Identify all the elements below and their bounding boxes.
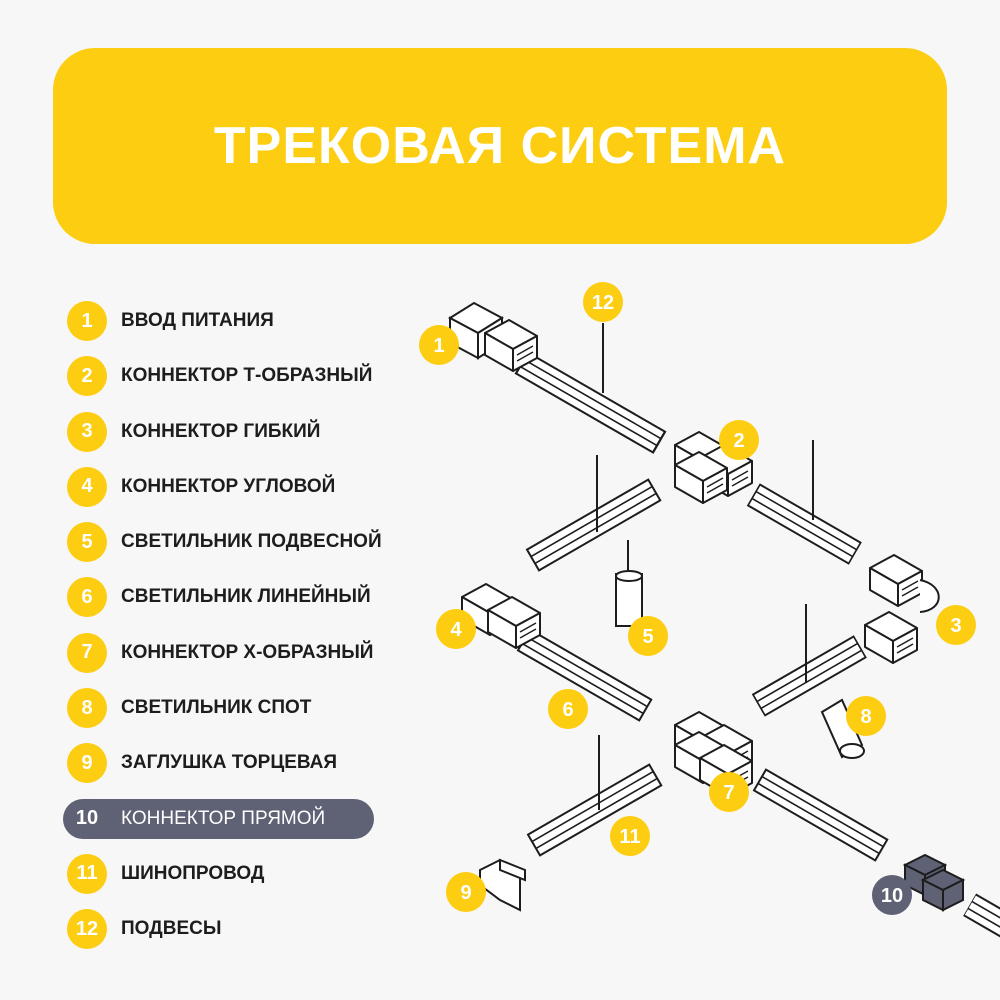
power-input xyxy=(448,301,538,372)
flexible-connector xyxy=(864,554,940,664)
callout-5: 5 xyxy=(628,616,668,656)
callout-7: 7 xyxy=(709,772,749,812)
busbar-rail xyxy=(526,478,662,572)
legend-number-badge: 11 xyxy=(67,853,107,894)
callout-number: 12 xyxy=(592,292,614,314)
legend-item-3: 3 КОННЕКТОР ГИБКИЙ xyxy=(63,411,423,452)
legend-label: ПОДВЕСЫ xyxy=(121,918,222,940)
callout-8: 8 xyxy=(846,696,886,736)
legend-label: СВЕТИЛЬНИК ПОДВЕСНОЙ xyxy=(121,531,382,553)
callout-3: 3 xyxy=(936,605,976,645)
legend-label: КОННЕКТОР Х-ОБРАЗНЫЙ xyxy=(121,641,374,663)
legend-label: ШИНОПРОВОД xyxy=(121,862,265,884)
legend-item-5: 5 СВЕТИЛЬНИК ПОДВЕСНОЙ xyxy=(63,522,423,563)
legend-label: СВЕТИЛЬНИК СПОТ xyxy=(121,697,312,719)
legend-label: СВЕТИЛЬНИК ЛИНЕЙНЫЙ xyxy=(121,586,371,608)
legend-item-11: 11 ШИНОПРОВОД xyxy=(63,853,423,894)
legend-label: КОННЕКТОР ПРЯМОЙ xyxy=(121,807,326,829)
legend-number-badge: 2 xyxy=(67,356,107,397)
straight-connector xyxy=(902,853,966,912)
busbar-rail xyxy=(753,768,889,862)
callout-number: 3 xyxy=(950,615,961,637)
callout-number: 11 xyxy=(619,826,640,848)
legend-item-1: 1 ВВОД ПИТАНИЯ xyxy=(63,301,423,341)
callout-6: 6 xyxy=(548,689,588,729)
callout-number: 4 xyxy=(450,619,462,641)
callout-11: 11 xyxy=(610,816,650,856)
legend-item-10: 10 КОННЕКТОР ПРЯМОЙ xyxy=(63,798,423,839)
callout-number: 5 xyxy=(642,626,653,648)
legend-number-badge: 1 xyxy=(67,301,107,341)
legend-label: КОННЕКТОР Т-ОБРАЗНЫЙ xyxy=(121,365,373,387)
callout-9: 9 xyxy=(446,872,486,912)
busbar-rail xyxy=(514,351,667,454)
pendant-lamp xyxy=(615,540,643,627)
legend-item-6: 6 СВЕТИЛЬНИК ЛИНЕЙНЫЙ xyxy=(63,577,423,618)
end-cap xyxy=(479,858,526,912)
title-banner: ТРЕКОВАЯ СИСТЕМА xyxy=(53,48,947,244)
legend-label: КОННЕКТОР УГЛОВОЙ xyxy=(121,475,336,497)
legend-item-12: 12 ПОДВЕСЫ xyxy=(63,909,423,950)
busbar-rail xyxy=(752,635,867,717)
callout-number: 6 xyxy=(562,699,573,721)
callout-number: 2 xyxy=(733,430,744,452)
legend-number-badge: 8 xyxy=(67,688,107,729)
legend-item-9: 9 ЗАГЛУШКА ТОРЦЕВАЯ xyxy=(63,743,423,784)
legend-number-badge: 4 xyxy=(67,466,107,507)
legend-number-badge: 12 xyxy=(67,909,107,950)
busbar-rail xyxy=(747,483,862,565)
callout-10: 10 xyxy=(872,875,912,915)
legend-number-badge: 6 xyxy=(67,577,107,618)
callout-number: 8 xyxy=(860,706,871,728)
busbar-rail xyxy=(963,893,1000,945)
legend-label: ВВОД ПИТАНИЯ xyxy=(121,310,274,331)
legend-item-4: 4 КОННЕКТОР УГЛОВОЙ xyxy=(63,466,423,507)
callout-number: 7 xyxy=(723,782,734,804)
spot-lamp xyxy=(820,698,865,759)
legend-item-8: 8 СВЕТИЛЬНИК СПОТ xyxy=(63,688,423,729)
callout-number: 9 xyxy=(460,882,471,904)
legend-number-badge: 9 xyxy=(67,743,107,784)
callout-4: 4 xyxy=(436,609,476,649)
legend-number-badge: 7 xyxy=(67,632,107,673)
callout-1: 1 xyxy=(419,325,459,365)
legend-item-2: 2 КОННЕКТОР Т-ОБРАЗНЫЙ xyxy=(63,356,423,397)
legend-label: КОННЕКТОР ГИБКИЙ xyxy=(121,420,321,442)
callout-number: 1 xyxy=(433,335,444,357)
page-title: ТРЕКОВАЯ СИСТЕМА xyxy=(213,117,787,175)
legend-label: ЗАГЛУШКА ТОРЦЕВАЯ xyxy=(121,752,338,774)
callout-2: 2 xyxy=(719,420,759,460)
corner-connector xyxy=(461,583,541,649)
legend-number-badge: 5 xyxy=(67,522,107,563)
legend-number-badge: 10 xyxy=(67,798,107,839)
callout-number: 10 xyxy=(881,885,903,907)
callout-12: 12 xyxy=(583,282,623,322)
legend-item-7: 7 КОННЕКТОР Х-ОБРАЗНЫЙ xyxy=(63,632,423,673)
legend-number-badge: 3 xyxy=(67,411,107,452)
